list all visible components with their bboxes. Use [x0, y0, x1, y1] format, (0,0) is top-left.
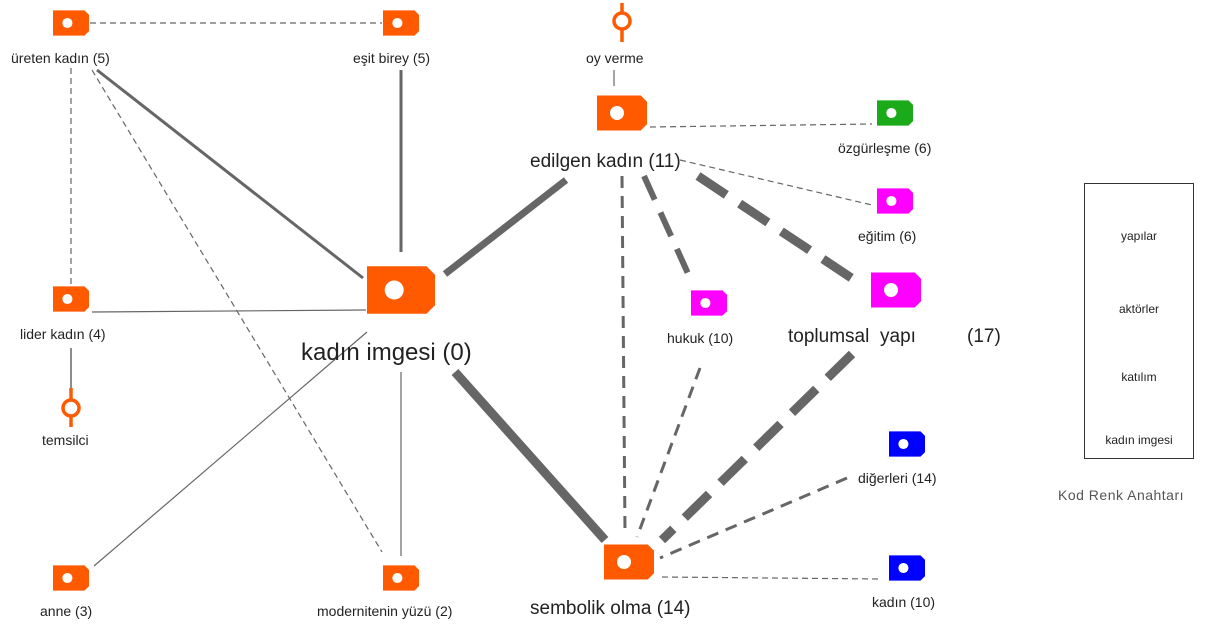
edges	[70, 22, 881, 580]
edge-edilgen-egitim	[679, 159, 873, 206]
label-toplumsal: toplumsal	[788, 326, 870, 347]
node-kadin-imgesi-icon[interactable]	[367, 266, 435, 314]
label-anne: anne (3)	[40, 603, 93, 619]
node-toplumsal-yapi-icon[interactable]	[871, 272, 921, 308]
label-digerleri: diğerleri (14)	[858, 470, 937, 486]
edge-hukuk-sembolik	[635, 367, 702, 538]
legend-label-kadin-imgesi: kadın imgesi	[1105, 433, 1173, 447]
label-sembolik-olma: sembolik olma (14)	[530, 598, 691, 619]
label-modernitenin-yuzu: modernitenin yüzü (2)	[317, 603, 453, 619]
node-egitim-icon[interactable]	[877, 188, 913, 214]
edge-edilgen-hukuk	[641, 174, 693, 280]
edge-kadinimgesi-sembolik	[451, 369, 609, 543]
legend-label-aktorler: aktörler	[1118, 302, 1159, 316]
legend-title: Kod Renk Anahtarı	[1058, 487, 1185, 503]
label-kadin-imgesi: kadın imgesi (0)	[301, 339, 472, 366]
node-modernitenin-yuzu-icon[interactable]	[383, 565, 419, 591]
node-edilgen-kadin-icon[interactable]	[597, 95, 647, 131]
label-edilgen-kadin: edilgen kadın (11)	[530, 151, 681, 172]
legend-label-katilim: katılım	[1121, 370, 1157, 384]
label-lider-kadin: lider kadın (4)	[20, 326, 106, 342]
node-lider-kadin-icon[interactable]	[53, 286, 89, 312]
label-esit-birey: eşit birey (5)	[353, 50, 431, 66]
node-ozgurlesme-icon[interactable]	[877, 100, 913, 126]
label-temsilci: temsilci	[42, 432, 89, 448]
color-key-legend: yapılar aktörler katılım kadın imgesi	[1084, 183, 1194, 459]
edge-kadinimgesi-anne	[93, 331, 368, 567]
oy-verme-pin-icon[interactable]	[612, 3, 632, 42]
node-anne-icon[interactable]	[53, 565, 89, 591]
edge-toplumsal-sembolik	[658, 350, 856, 544]
legend-label-yapilar: yapılar	[1120, 229, 1158, 243]
label-toplumsal-yapi-count: (17)	[967, 326, 1001, 347]
node-sembolik-olma-icon[interactable]	[604, 544, 654, 580]
edge-edilgen-toplumsal	[695, 172, 865, 289]
edge-lider-kadinimgesi	[91, 309, 367, 313]
edge-ureten-kadinimgesi	[96, 68, 364, 280]
node-digerleri-icon[interactable]	[889, 431, 925, 457]
edge-kadinimgesi-edilgen	[442, 177, 569, 277]
label-ureten-kadin: üreten kadın (5)	[11, 50, 110, 66]
edge-digerleri-sembolik	[659, 476, 848, 560]
node-ureten-kadin-icon[interactable]	[53, 10, 89, 36]
label-egitim: eğitim (6)	[858, 228, 917, 244]
edge-edilgen-sembolik	[620, 175, 627, 533]
label-ozgurlesme: özgürleşme (6)	[838, 140, 932, 156]
node-esit-birey-icon[interactable]	[383, 10, 419, 36]
edge-sembolik-kadin	[661, 576, 881, 580]
label-yapi: yapı	[880, 326, 916, 347]
edge-edilgen-ozgurlesme	[649, 123, 873, 128]
label-kadin: kadın (10)	[872, 594, 936, 610]
label-oy-verme: oy verme	[586, 50, 644, 66]
temsilci-pin-icon[interactable]	[61, 388, 81, 427]
node-kadin-icon[interactable]	[889, 555, 925, 581]
node-hukuk-icon[interactable]	[691, 290, 727, 316]
label-hukuk: hukuk (10)	[667, 330, 734, 346]
